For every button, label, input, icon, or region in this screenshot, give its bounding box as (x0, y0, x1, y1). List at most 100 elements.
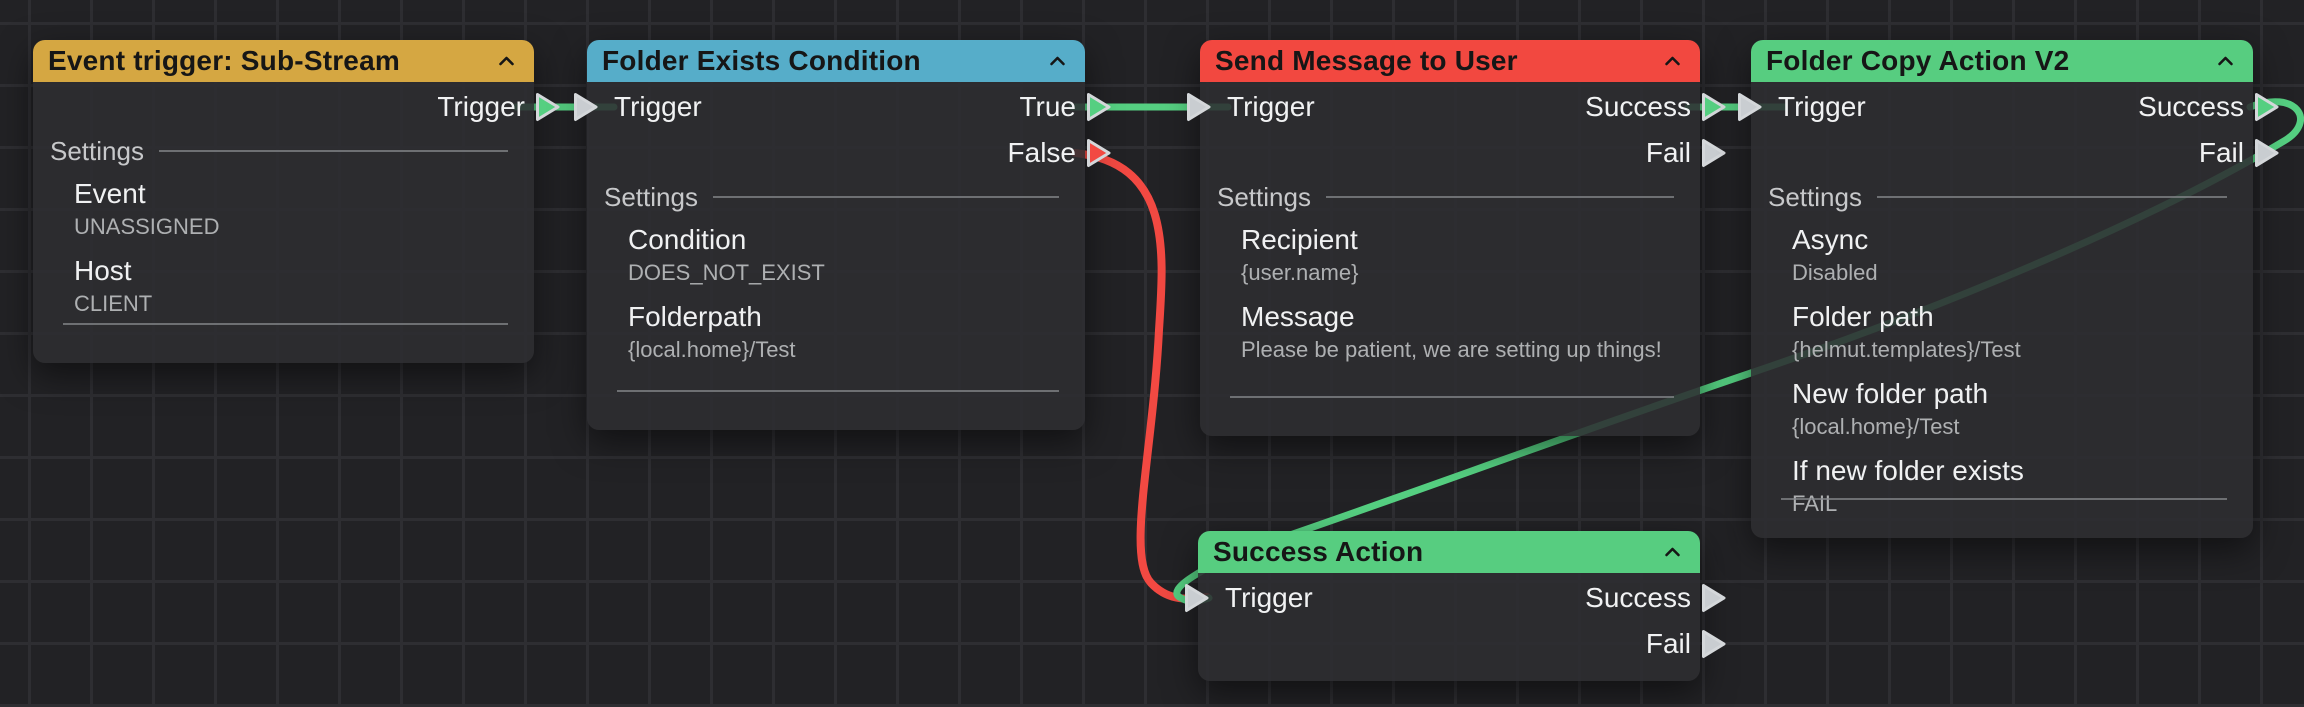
node-header[interactable]: Folder Exists Condition (587, 40, 1085, 82)
field-label: Async (1792, 224, 1869, 255)
port-row: Fail (1200, 130, 1726, 176)
setting-field: Host CLIENT (74, 257, 508, 315)
setting-field: Event UNASSIGNED (74, 180, 508, 238)
port-out-label: True (1019, 91, 1076, 122)
field-value: {local.home}/Test (628, 337, 796, 362)
setting-field: Message Please be patient, we are settin… (1241, 303, 1674, 361)
field-value: {helmut.templates}/Test (1792, 337, 2021, 362)
port-out-label: Success (1585, 582, 1691, 613)
node-header[interactable]: Event trigger: Sub-Stream (33, 40, 534, 82)
port-row: Trigger (33, 84, 560, 130)
port-out-label: Fail (2198, 137, 2244, 168)
port-in-trigger[interactable] (1183, 581, 1210, 615)
node-bottom-divider (63, 323, 508, 325)
port-out-label: Success (2138, 91, 2244, 122)
port-row: False (587, 130, 1111, 176)
collapse-chevron-icon[interactable] (497, 55, 516, 67)
setting-field: Folderpath {local.home}/Test (628, 303, 1059, 361)
collapse-chevron-icon[interactable] (2216, 55, 2235, 67)
field-label: New folder path (1792, 378, 1989, 409)
port-row: Trigger True (574, 84, 1111, 130)
node-event-trigger: Event trigger: Sub-Stream Trigger Settin… (33, 40, 560, 363)
port-in-trigger[interactable] (1736, 90, 1763, 124)
port-row: Trigger Success (1187, 84, 1726, 130)
setting-field: Condition DOES_NOT_EXIST (628, 226, 1059, 284)
field-label: Recipient (1241, 224, 1358, 255)
port-out-trigger[interactable] (534, 90, 561, 124)
node-header[interactable]: Send Message to User (1200, 40, 1700, 82)
port-row: Trigger Success (1185, 575, 1726, 621)
node-title: Event trigger: Sub-Stream (48, 45, 400, 76)
port-out-fail[interactable] (1700, 627, 1727, 661)
field-label: Folder path (1792, 301, 1934, 332)
port-out-label: Success (1585, 91, 1691, 122)
field-value: {user.name} (1241, 260, 1359, 285)
node-send-message-to-user: Send Message to User Trigger Success Fai… (1187, 40, 1726, 436)
port-in-label: Trigger (1778, 91, 1866, 122)
setting-field: Async Disabled (1792, 226, 2227, 284)
settings-divider (712, 196, 1059, 198)
field-label: Message (1241, 301, 1355, 332)
port-out-true[interactable] (1085, 90, 1112, 124)
node-folder-copy-action-v2: Folder Copy Action V2 Trigger Success Fa… (1738, 40, 2279, 538)
port-out-success[interactable] (2253, 90, 2280, 124)
settings-title: Settings (50, 135, 144, 166)
collapse-chevron-icon[interactable] (1048, 55, 1067, 67)
port-in-label: Trigger (614, 91, 702, 122)
field-label: Condition (628, 224, 747, 255)
port-out-success[interactable] (1700, 581, 1727, 615)
settings-title: Settings (604, 181, 698, 212)
node-header[interactable]: Folder Copy Action V2 (1751, 40, 2253, 82)
port-row: Fail (1198, 621, 1726, 667)
port-out-label: Fail (1645, 628, 1691, 659)
settings-divider (158, 150, 508, 152)
port-out-label: False (1007, 137, 1076, 168)
settings-section: Settings Async Disabled Folder path {hel… (1751, 182, 2253, 515)
field-value: DOES_NOT_EXIST (628, 260, 825, 285)
collapse-chevron-icon[interactable] (1663, 546, 1682, 558)
port-out-fail[interactable] (2253, 136, 2280, 170)
node-bottom-divider (1230, 396, 1674, 398)
node-folder-exists-condition: Folder Exists Condition Trigger True Fal… (574, 40, 1111, 430)
node-title: Success Action (1213, 536, 1424, 567)
port-out-fail[interactable] (1700, 136, 1727, 170)
connection-false-to-successaction[interactable] (1071, 149, 1211, 603)
node-success-action: Success Action Trigger Success Fail (1185, 531, 1726, 681)
field-value: Disabled (1792, 260, 1878, 285)
field-value: CLIENT (74, 291, 153, 316)
node-title: Folder Copy Action V2 (1766, 45, 2070, 76)
port-out-false[interactable] (1085, 136, 1112, 170)
setting-field: If new folder exists FAIL (1792, 457, 2227, 515)
port-in-trigger[interactable] (1185, 90, 1212, 124)
settings-title: Settings (1768, 181, 1862, 212)
node-header[interactable]: Success Action (1198, 531, 1700, 573)
field-label: Host (74, 255, 132, 286)
field-value: Please be patient, we are setting up thi… (1241, 337, 1662, 362)
field-value: FAIL (1792, 491, 1838, 516)
setting-field: Folder path {helmut.templates}/Test (1792, 303, 2227, 361)
port-row: Trigger Success (1738, 84, 2279, 130)
port-in-label: Trigger (1227, 91, 1315, 122)
settings-divider (1876, 196, 2227, 198)
node-bottom-divider (1781, 498, 2227, 500)
field-label: If new folder exists (1792, 455, 2024, 486)
node-title: Send Message to User (1215, 45, 1518, 76)
port-in-label: Trigger (1225, 582, 1313, 613)
collapse-chevron-icon[interactable] (1663, 55, 1682, 67)
port-row: Fail (1751, 130, 2279, 176)
settings-divider (1325, 196, 1674, 198)
settings-section: Settings Recipient {user.name} Message P… (1200, 182, 1700, 361)
field-value: {local.home}/Test (1792, 414, 1960, 439)
node-bottom-divider (617, 390, 1059, 392)
port-in-trigger[interactable] (572, 90, 599, 124)
port-out-label: Fail (1645, 137, 1691, 168)
setting-field: Recipient {user.name} (1241, 226, 1674, 284)
field-label: Folderpath (628, 301, 762, 332)
port-out-success[interactable] (1700, 90, 1727, 124)
field-value: UNASSIGNED (74, 214, 220, 239)
settings-title: Settings (1217, 181, 1311, 212)
field-label: Event (74, 178, 146, 209)
settings-section: Settings Event UNASSIGNED Host CLIENT (33, 136, 534, 315)
node-title: Folder Exists Condition (602, 45, 921, 76)
